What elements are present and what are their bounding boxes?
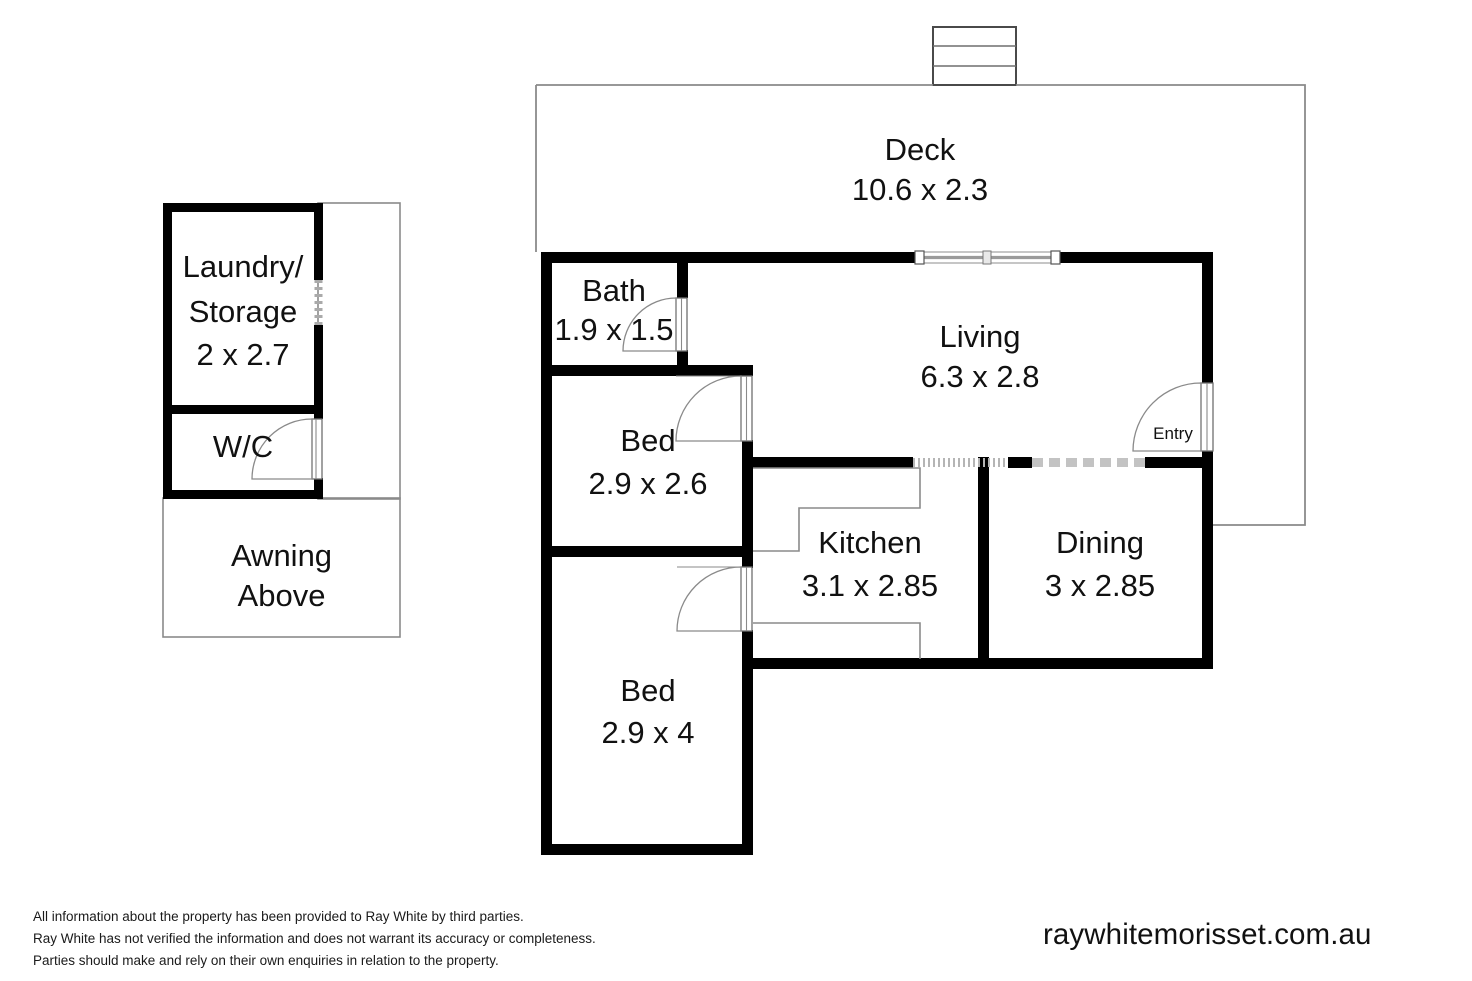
room-label-bed1: Bed [620,423,676,458]
room-label-laundry-line2: Storage [188,294,298,329]
room-label-dining: Dining [1056,525,1144,560]
room-dim-dining: 3 x 2.85 [1044,568,1156,603]
disclaimer-line-3: Parties should make and rely on their ow… [33,952,499,968]
deck-sliding-door [914,250,1061,265]
outbuilding-eave-outline [317,202,401,500]
deck-stairs [932,26,1017,86]
room-dim-living: 6.3 x 2.8 [920,359,1040,394]
room-label-wc: W/C [212,429,274,464]
disclaimer-line-2: Ray White has not verified the informati… [33,930,596,946]
bed2-door [676,566,753,632]
room-label-deck: Deck [884,132,956,167]
entry-label: Entry [1153,424,1193,443]
deck-outline [535,84,1306,526]
main-walls [541,252,1213,855]
outbuilding-group [162,202,401,638]
room-dim-kitchen: 3.1 x 2.85 [801,568,939,603]
awning-label-line1: Awning [230,538,333,573]
wc-door [251,418,323,480]
room-label-bath: Bath [582,273,646,308]
room-dim-bed1: 2.9 x 2.6 [588,466,708,501]
disclaimer-line-1: All information about the property has b… [33,909,524,924]
awning-label-line2: Above [237,578,326,613]
room-dim-bed2: 2.9 x 4 [601,715,695,750]
room-label-bed2: Bed [620,673,676,708]
bed1-door [675,375,753,442]
kitchen-bench [753,467,921,659]
room-label-living: Living [939,319,1021,354]
room-dim-laundry: 2 x 2.7 [196,337,290,372]
room-label-laundry: Laundry/ [182,249,304,284]
bath-door [622,297,688,352]
main-building-group [535,26,1306,855]
outbuilding-walls [163,203,323,499]
room-dim-bath: 1.9 x 1.5 [554,312,674,347]
disclaimer-block: All information about the property has b… [33,906,596,972]
brand-website-url[interactable]: raywhitemorisset.com.au [1043,918,1372,951]
room-dim-deck: 10.6 x 2.3 [851,172,989,207]
entry-door [1132,382,1214,452]
room-label-kitchen: Kitchen [818,525,922,560]
